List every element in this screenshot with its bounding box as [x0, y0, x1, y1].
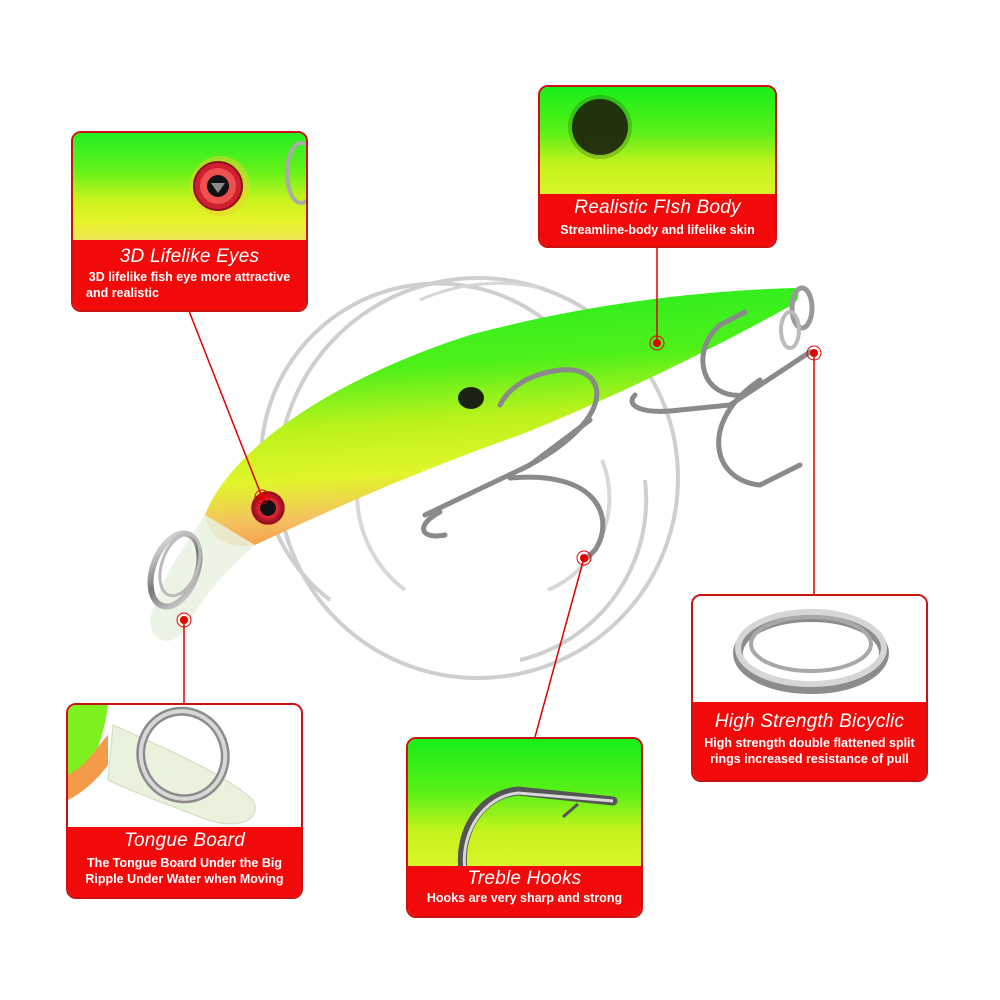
tongue-board-photo: [68, 705, 301, 831]
callout-tongue-title: Tongue Board: [123, 830, 246, 851]
hook-icon: [457, 786, 618, 870]
pointer-dots: [176, 335, 822, 628]
callout-bicyclic: High Strength Bicyclic High strength dou…: [691, 594, 928, 782]
callout-tongue-label: Tongue Board The Tongue Board Under the …: [68, 827, 301, 897]
callout-eyes-desc-1: 3D lifelike fish eye more attractive: [88, 270, 291, 284]
callout-hooks-title: Treble Hooks: [467, 868, 582, 889]
callout-hooks: Treble Hooks Hooks are very sharp and st…: [406, 737, 643, 918]
pointer-dot-eyes: [258, 493, 266, 501]
callout-eyes-desc-2: and realistic: [86, 286, 159, 300]
pointer-dot-tongue: [180, 616, 188, 624]
callout-body: Realistic FIsh Body Streamline-body and …: [538, 85, 777, 248]
pointer-lines: [183, 247, 815, 738]
body-closeup-photo: [540, 87, 775, 198]
callout-tongue: Tongue Board The Tongue Board Under the …: [66, 703, 303, 899]
front-split-ring: [147, 530, 203, 610]
callout-bicyclic-desc-1: High strength double flattened split: [704, 736, 915, 750]
callout-bicyclic-label: High Strength Bicyclic High strength dou…: [693, 702, 926, 780]
body-spot: [458, 387, 484, 409]
callout-body-desc-1: Streamline-body and lifelike skin: [560, 223, 755, 237]
pointer-dot-hooks: [580, 554, 588, 562]
callout-tongue-desc-2: Ripple Under Water when Moving: [85, 872, 284, 886]
pointer-dot-body: [653, 339, 661, 347]
callout-tongue-desc-1: The Tongue Board Under the Big: [87, 856, 282, 870]
callout-eyes-title: 3D Lifelike Eyes: [119, 246, 260, 267]
callout-bicyclic-desc-2: rings increased resistance of pull: [710, 752, 909, 766]
treble-hook-middle: [421, 367, 606, 563]
callout-eyes-label: 3D Lifelike Eyes 3D lifelike fish eye mo…: [73, 240, 306, 310]
treble-hook-rear: [629, 309, 813, 488]
tongue-board: [150, 515, 255, 641]
pointer-dot-bicyclic: [810, 349, 818, 357]
split-ring-photo: [693, 596, 926, 706]
tail-split-ring: [779, 285, 815, 350]
lure-body: [150, 288, 799, 641]
callout-body-label: Realistic FIsh Body Streamline-body and …: [540, 194, 775, 246]
callout-eyes: 3D Lifelike Eyes 3D lifelike fish eye mo…: [71, 131, 308, 312]
tongue-board-icon: [107, 724, 256, 825]
callout-hooks-desc-1: Hooks are very sharp and strong: [426, 891, 623, 905]
callout-body-title: Realistic FIsh Body: [574, 197, 741, 218]
callout-bicyclic-title: High Strength Bicyclic: [714, 711, 905, 732]
eye-closeup-photo: [73, 133, 306, 244]
body-spot-icon: [572, 99, 628, 155]
hook-closeup-photo: [408, 739, 641, 870]
callout-hooks-label: Treble Hooks Hooks are very sharp and st…: [408, 866, 641, 916]
